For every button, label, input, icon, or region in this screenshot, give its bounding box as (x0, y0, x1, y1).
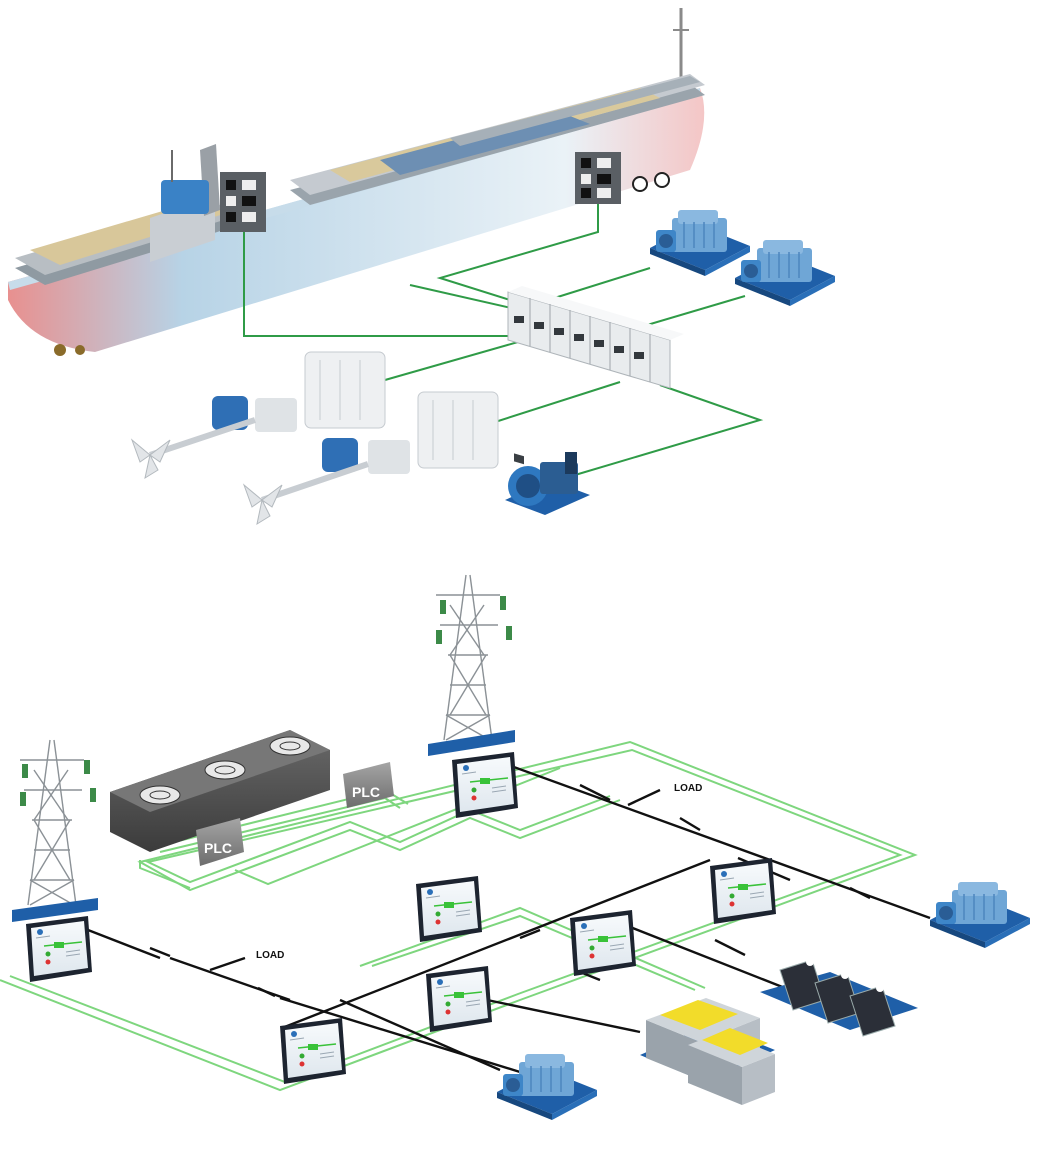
plc-module-icon: PLC (343, 762, 394, 808)
tower-base (428, 730, 515, 756)
cooling-unit-icon (110, 730, 330, 852)
controller-display-icon (709, 857, 777, 925)
controller-display-icon (415, 875, 483, 943)
plc-module-icon: PLC (196, 818, 244, 866)
power-bus-lines (87, 760, 931, 1074)
tower-base (12, 898, 98, 922)
load-label: LOAD (256, 950, 284, 961)
container-ship-icon (8, 8, 705, 356)
generator-set-icon (649, 209, 751, 277)
load-label: LOAD (674, 783, 702, 794)
tower-insulators (20, 596, 512, 806)
generator-set-icon (496, 1053, 598, 1121)
controller-display-icon (425, 965, 493, 1033)
plc-label: PLC (352, 784, 380, 800)
generator-set-icon (929, 881, 1031, 949)
plc-label: PLC (204, 840, 232, 856)
main-engine-line-2 (242, 391, 499, 526)
power-tower-icon (435, 574, 501, 741)
controller-display-icon (569, 909, 637, 977)
battery-pack-icon (640, 998, 775, 1105)
controller-display-icon (451, 751, 519, 819)
ship-control-panel-aft (220, 172, 266, 232)
power-tower-icon (19, 739, 85, 906)
ship-control-panel-fore (575, 152, 621, 204)
main-engine-line-1 (130, 351, 386, 480)
controller-display-icon (279, 1017, 347, 1085)
solar-panel-icon (760, 958, 918, 1037)
controller-display-icon (25, 915, 93, 983)
emergency-generator-icon (505, 452, 590, 515)
switchboard-icon (507, 286, 684, 465)
